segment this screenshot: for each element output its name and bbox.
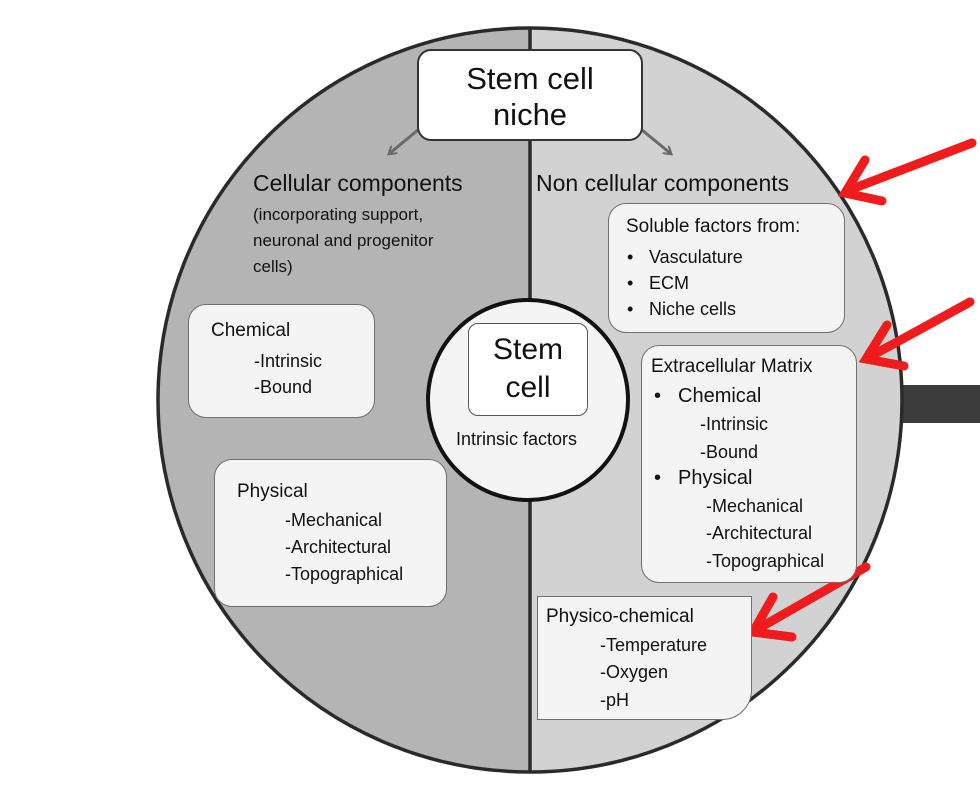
soluble-title: Soluble factors from:	[626, 216, 801, 237]
physico-title: Physico-chemical	[546, 606, 694, 627]
title-line-2: niche	[492, 97, 568, 132]
cellular-subtitle: (incorporating support, neuronal and pro…	[253, 202, 434, 280]
soluble-item-ecm: ECM	[623, 270, 743, 296]
ecm-chemical-label: Chemical	[650, 385, 761, 408]
cellular-subtitle-line-3: cells)	[253, 257, 293, 276]
ecm-title: Extracellular Matrix	[651, 356, 813, 377]
left-physical-title: Physical	[237, 481, 308, 502]
cellular-subtitle-line-1: (incorporating support,	[253, 205, 424, 224]
left-physical-item-2: -Architectural	[285, 537, 392, 557]
soluble-item-vasculature: Vasculature	[623, 244, 743, 270]
soluble-factors-box: Soluble factors from: Vasculature ECM Ni…	[608, 203, 845, 333]
ecm-chemical-item-1: -Intrinsic	[700, 414, 769, 434]
arrow-to-noncellular	[641, 128, 670, 153]
ecm-chemical-bullet: Chemical	[650, 385, 761, 408]
left-chemical-item-2: -Bound	[254, 377, 313, 397]
soluble-list: Vasculature ECM Niche cells	[623, 244, 743, 322]
arrow-to-cellular	[390, 128, 419, 153]
physico-item-1: -Temperature	[600, 635, 708, 655]
ecm-chemical-item-2: -Bound	[700, 442, 759, 462]
stem-cell-line-2: cell	[505, 371, 551, 404]
title-box: Stem cell niche	[417, 49, 643, 141]
left-chemical-box: Chemical -Intrinsic -Bound	[188, 304, 375, 418]
physico-item-3: -pH	[600, 690, 630, 710]
noncellular-heading: Non cellular components	[536, 170, 790, 196]
red-arrow-1	[837, 138, 977, 206]
stem-cell-line-1: Stem	[492, 333, 564, 366]
title-line-1: Stem cell	[466, 61, 594, 96]
left-chemical-title: Chemical	[211, 320, 291, 341]
soluble-item-niche-cells: Niche cells	[623, 296, 743, 322]
ecm-physical-item-1: -Mechanical	[706, 496, 804, 516]
ecm-physical-bullet: Physical	[650, 467, 752, 490]
red-arrow-2	[858, 297, 975, 371]
ecm-box: Extracellular Matrix Chemical -Intrinsic…	[641, 345, 857, 583]
cellular-subtitle-line-2: neuronal and progenitor	[253, 231, 434, 250]
left-physical-box: Physical -Mechanical -Architectural -Top…	[214, 459, 447, 607]
ecm-physical-item-2: -Architectural	[706, 523, 813, 543]
left-physical-item-3: -Topographical	[285, 564, 404, 584]
stem-cell-inner-box: Stem cell	[468, 323, 588, 416]
physico-item-2: -Oxygen	[600, 662, 669, 682]
left-physical-item-1: -Mechanical	[285, 510, 383, 530]
cellular-heading: Cellular components	[253, 170, 463, 196]
ecm-physical-item-3: -Topographical	[706, 551, 825, 571]
intrinsic-factors-label: Intrinsic factors	[456, 429, 578, 449]
physico-chemical-box: Physico-chemical -Temperature -Oxygen -p…	[537, 596, 752, 720]
ecm-physical-label: Physical	[650, 467, 752, 490]
left-chemical-item-1: -Intrinsic	[254, 351, 323, 371]
